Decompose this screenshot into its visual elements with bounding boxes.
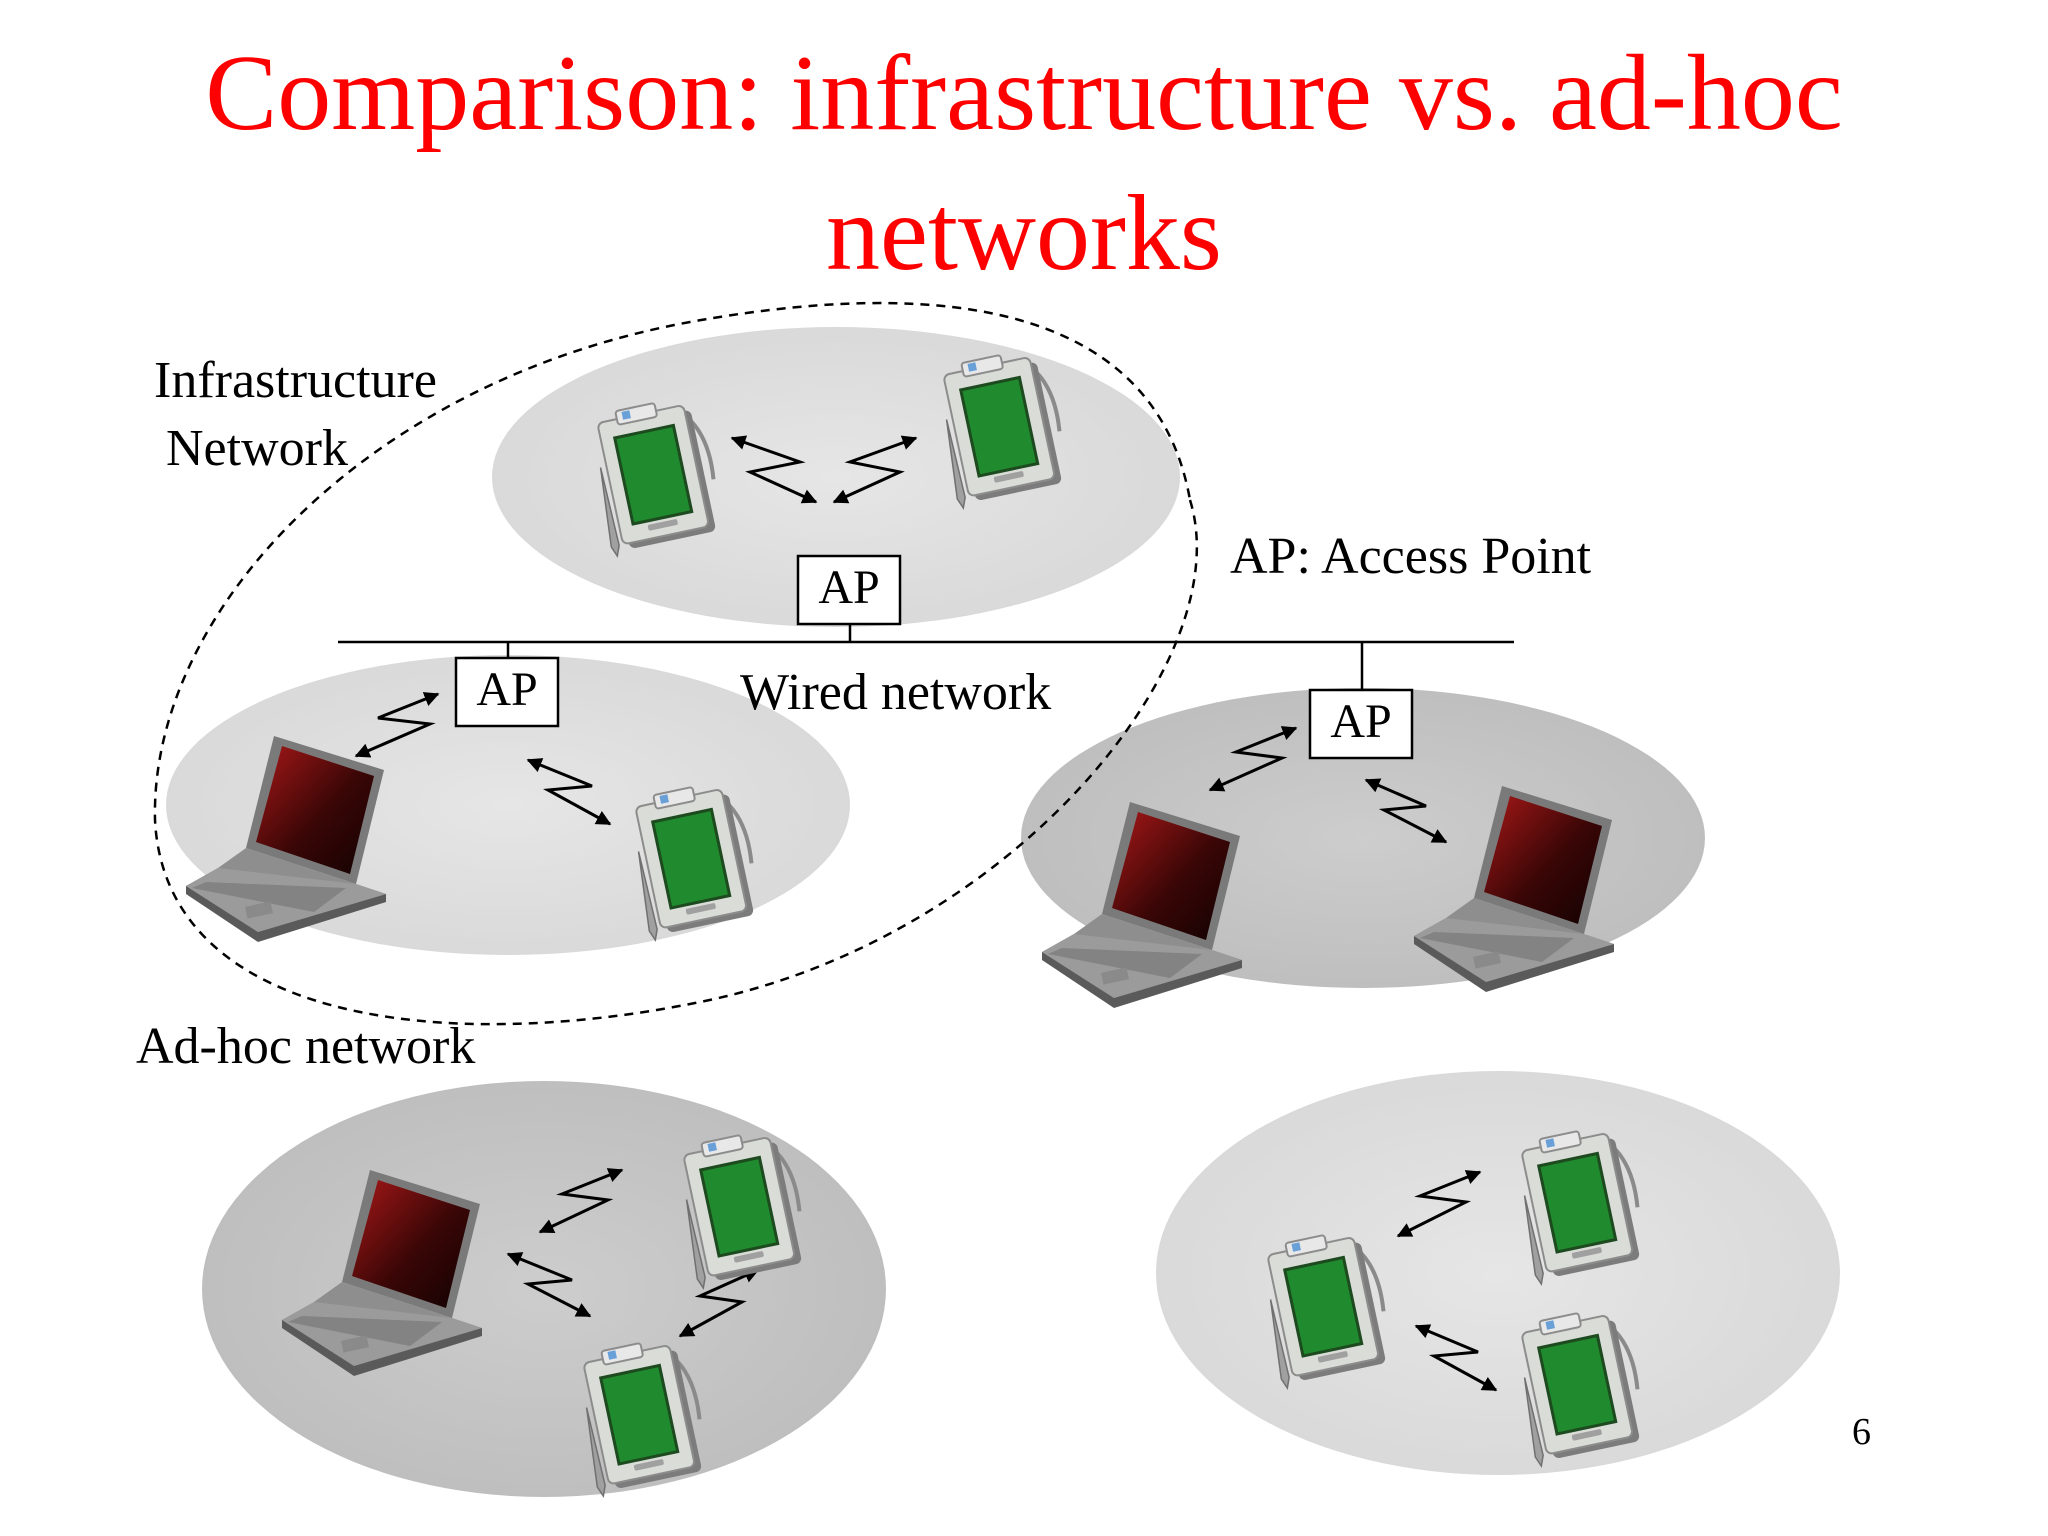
ap-top-label: AP [818,561,880,614]
wireless-link-icon [1208,726,1298,792]
wireless-link-icon [538,1168,624,1234]
infrastructure-network-label-line1: Infrastructure [154,352,437,409]
ap-left-box [454,656,560,728]
ap-right-box [1308,688,1414,760]
infrastructure-boundary [153,301,1199,1026]
wireless-link-icon [678,1268,760,1338]
wireless-link-icon [1396,1170,1482,1238]
wireless-link-icon [730,435,818,504]
slide-title-line-1: Comparison: infrastructure vs. ad-hoc [205,34,1843,153]
page-number: 6 [1852,1411,1871,1453]
access-point-legend: AP: Access Point [1230,528,1592,585]
wireless-link-icon [832,435,918,504]
wireless-link-icon [1364,778,1448,844]
ap-right-label: AP [1330,695,1392,748]
wireless-link-icon [526,758,612,826]
cell-adhoc-left [202,1081,886,1497]
wireless-link-icon [354,692,440,758]
wireless-link-icon [506,1252,592,1318]
infrastructure-network-label-line2: Network [166,420,348,477]
cell-adhoc-right [1156,1071,1840,1475]
ap-top-box [796,554,902,626]
wired-network-label: Wired network [740,664,1052,721]
adhoc-network-label: Ad-hoc network [136,1018,476,1075]
slide-title-line-2: networks [826,174,1222,293]
wireless-link-icon [1414,1324,1498,1392]
ap-left-label: AP [476,663,538,716]
